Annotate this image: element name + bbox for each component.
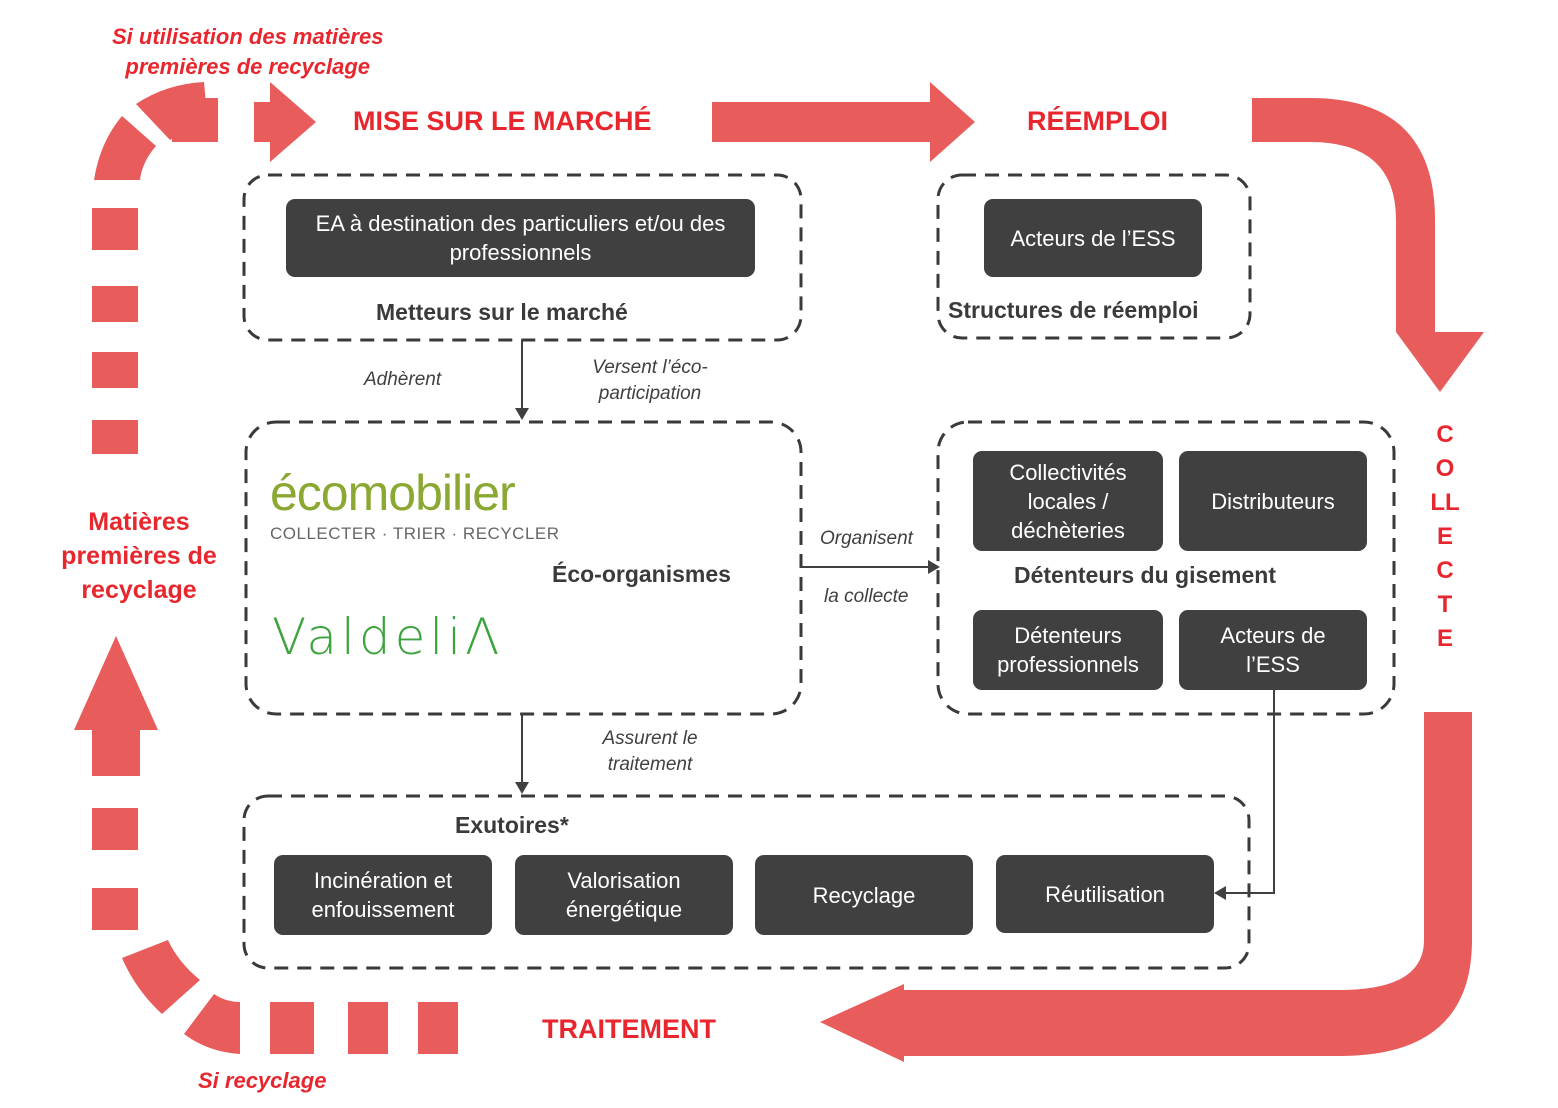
box-ea-destination-label: EA à destination des particuliers et/ou … — [315, 211, 726, 265]
group-outline-reemploi — [936, 173, 1252, 340]
arrow-to-collecte — [1252, 98, 1484, 392]
box-acteurs-ess-detenteurs: Acteurs de l’ESS — [1179, 610, 1367, 690]
connector-ess-reutilisation — [1222, 690, 1275, 894]
arrow-to-reemploi — [712, 82, 975, 162]
box-distributeurs-label: Distributeurs — [1211, 488, 1335, 514]
box-valorisation-label: Valorisation énergétique — [565, 868, 683, 922]
box-detenteurs-pro: Détenteurs professionnels — [973, 610, 1163, 690]
box-acteurs-ess-reemploi: Acteurs de l’ESS — [984, 199, 1202, 277]
relation-organisent: Organisent — [820, 528, 913, 549]
relation-la-collecte: la collecte — [824, 586, 909, 607]
box-incineration-label: Incinération et enfouissement — [311, 868, 455, 922]
label-reemploi: RÉEMPLOI — [1027, 106, 1169, 136]
box-distributeurs: Distributeurs — [1179, 451, 1367, 551]
ecomobilier-wordmark: écomobilier — [270, 465, 516, 521]
group-outline-eco-organismes — [244, 420, 803, 716]
box-collectivites: Collectivités locales / déchèteries — [973, 451, 1163, 551]
label-traitement: TRAITEMENT — [542, 1014, 716, 1044]
group-title-exutoires: Exutoires* — [455, 812, 569, 838]
group-title-detenteurs: Détenteurs du gisement — [1014, 562, 1276, 588]
box-collectivites-label: Collectivités locales / déchèteries — [1009, 459, 1127, 543]
valdelia-logo: ValdeliΛ — [272, 608, 504, 666]
label-mise-sur-le-marche: MISE SUR LE MARCHÉ — [353, 106, 652, 136]
group-title-eco-organismes: Éco-organismes — [552, 561, 731, 587]
bottom-note: Si recyclage — [198, 1068, 327, 1093]
box-recyclage-label: Recyclage — [812, 882, 916, 908]
relation-assurent: Assurent le traitement — [602, 728, 698, 775]
ecomobilier-logo: écomobilier COLLECTER · TRIER · RECYCLER — [270, 468, 560, 544]
relation-adherent: Adhèrent — [364, 369, 442, 390]
dashed-recycling-loop — [74, 82, 458, 1054]
box-valorisation: Valorisation énergétique — [515, 855, 733, 935]
group-title-metteurs: Metteurs sur le marché — [376, 299, 628, 325]
top-note-text: Si utilisation des matières premières de… — [112, 24, 384, 79]
top-note: Si utilisation des matières premières de… — [112, 22, 383, 82]
box-ea-destination: EA à destination des particuliers et/ou … — [286, 199, 755, 277]
group-outline-detenteurs — [936, 420, 1396, 716]
group-title-reemploi: Structures de réemploi — [948, 297, 1199, 323]
group-outline-exutoires — [242, 794, 1251, 970]
arrow-to-traitement — [820, 712, 1472, 1062]
box-reutilisation: Réutilisation — [996, 855, 1214, 933]
box-reutilisation-label: Réutilisation — [1045, 881, 1165, 907]
label-collecte: COLLECTE — [1430, 421, 1460, 652]
box-acteurs-ess-reemploi-label: Acteurs de l’ESS — [1010, 225, 1176, 251]
box-acteurs-ess-detenteurs-label: Acteurs de l’ESS — [1220, 623, 1326, 677]
ecomobilier-tagline: COLLECTER · TRIER · RECYCLER — [270, 524, 560, 543]
box-recyclage: Recyclage — [755, 855, 973, 935]
label-matieres-premieres: Matières premières de recyclage — [61, 508, 217, 604]
box-detenteurs-pro-label: Détenteurs professionnels — [997, 623, 1139, 677]
box-incineration: Incinération et enfouissement — [274, 855, 492, 935]
relation-versent: Versent l’éco- participation — [592, 357, 708, 404]
